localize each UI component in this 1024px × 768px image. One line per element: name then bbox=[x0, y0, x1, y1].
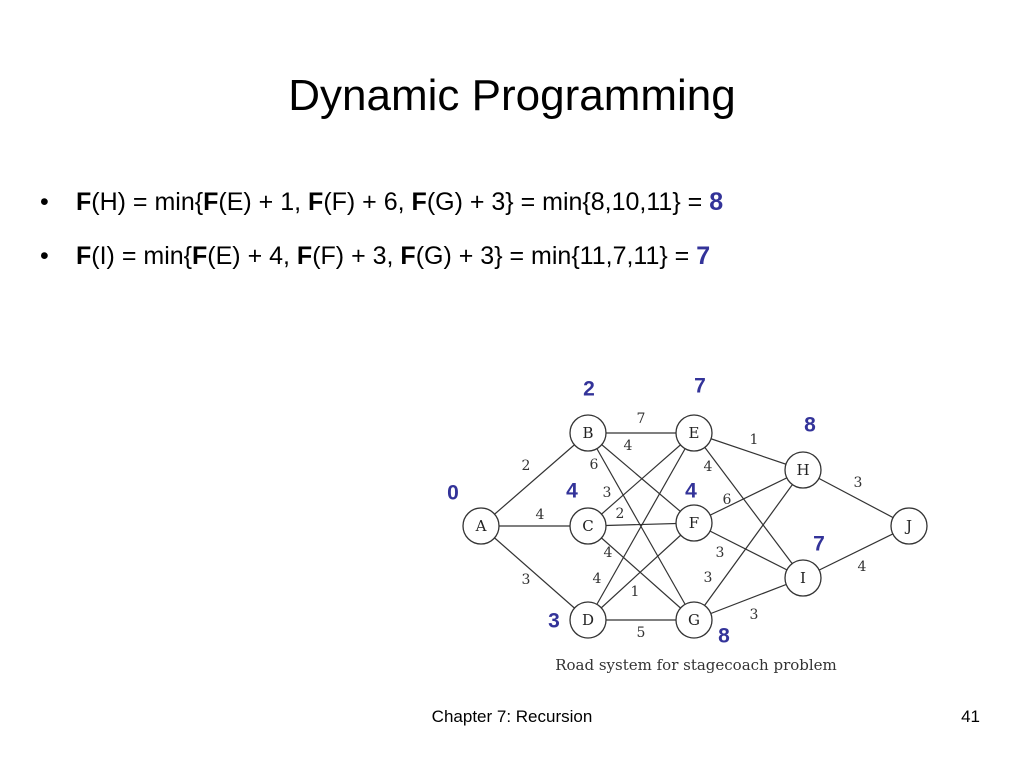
edge-weight-D-F: 1 bbox=[631, 584, 640, 600]
formula-f: F bbox=[308, 188, 324, 216]
node-label-G: G bbox=[688, 611, 700, 629]
node-value-D: 3 bbox=[548, 610, 560, 633]
node-label-C: C bbox=[582, 517, 593, 535]
bullet-marker: • bbox=[40, 188, 49, 216]
formula-f: F bbox=[296, 242, 313, 270]
edge-weight-A-C: 4 bbox=[536, 507, 545, 523]
edge-A-D bbox=[480, 525, 589, 621]
edge-C-G bbox=[587, 525, 695, 621]
node-B bbox=[569, 414, 607, 452]
node-label-H: H bbox=[796, 461, 809, 479]
formula-text: (H) = min{ bbox=[91, 188, 204, 216]
formula-text: (E) + 1, bbox=[218, 188, 309, 216]
edge-D-F bbox=[587, 522, 695, 621]
edge-weight-C-G: 4 bbox=[604, 545, 613, 561]
edge-weight-A-B: 2 bbox=[522, 458, 531, 474]
formula-text: (G) + 3} = min{8,10,11} = bbox=[426, 188, 710, 216]
edge-F-I bbox=[693, 522, 804, 579]
node-H bbox=[784, 451, 822, 489]
node-label-B: B bbox=[582, 424, 593, 442]
formula-text: (F) + 6, bbox=[323, 188, 412, 216]
node-label-D: D bbox=[582, 611, 594, 629]
edge-H-J bbox=[802, 469, 910, 527]
edge-G-I bbox=[693, 577, 804, 621]
bullet-marker: • bbox=[40, 242, 49, 270]
node-label-I: I bbox=[800, 569, 806, 587]
formula-text: (G) + 3} = min{11,7,11} = bbox=[415, 242, 697, 270]
edge-E-H bbox=[693, 432, 804, 471]
node-value-B: 2 bbox=[583, 378, 595, 401]
edge-weight-F-H: 6 bbox=[723, 492, 732, 508]
diagram-caption: Road system for stagecoach problem bbox=[555, 656, 837, 674]
edge-G-H bbox=[693, 469, 804, 621]
node-label-J: J bbox=[904, 517, 912, 535]
node-E bbox=[675, 414, 713, 452]
node-C bbox=[569, 507, 607, 545]
node-F bbox=[675, 504, 713, 542]
node-value-A: 0 bbox=[447, 482, 459, 505]
edge-weight-E-I: 4 bbox=[704, 459, 713, 475]
formula-f: F bbox=[203, 188, 219, 216]
node-G bbox=[675, 601, 713, 639]
formula-f: F bbox=[411, 188, 427, 216]
edge-weight-A-D: 3 bbox=[522, 572, 531, 588]
edge-weight-B-F: 4 bbox=[624, 438, 633, 454]
edge-weight-F-I: 3 bbox=[716, 545, 725, 561]
edge-weight-E-H: 1 bbox=[750, 432, 759, 448]
edge-weight-D-G: 5 bbox=[637, 625, 646, 641]
edge-A-B bbox=[480, 432, 589, 527]
formula-text: (F) + 3, bbox=[312, 242, 401, 270]
node-D bbox=[569, 601, 607, 639]
formula-text: (I) = min{ bbox=[91, 242, 193, 270]
edge-weight-C-E: 3 bbox=[603, 485, 612, 501]
edge-weight-D-E: 4 bbox=[593, 571, 602, 587]
node-value-H: 8 bbox=[804, 414, 816, 437]
edge-F-H bbox=[693, 469, 804, 524]
formula-f: F bbox=[192, 242, 208, 270]
edge-weight-G-H: 3 bbox=[704, 570, 713, 586]
node-I bbox=[784, 559, 822, 597]
formula-result: 8 bbox=[709, 188, 724, 216]
edge-weight-H-J: 3 bbox=[854, 475, 863, 491]
node-A bbox=[462, 507, 500, 545]
edge-C-E bbox=[587, 432, 695, 527]
edge-D-E bbox=[587, 432, 695, 621]
slide-title: Dynamic Programming bbox=[288, 71, 736, 120]
bullet-list: • F(H) = min{F(E) + 1, F(F) + 6, F(G) + … bbox=[40, 188, 723, 296]
edge-weight-G-I: 3 bbox=[750, 607, 759, 623]
node-label-F: F bbox=[689, 514, 699, 532]
edge-weight-C-F: 2 bbox=[616, 506, 625, 522]
node-value-I: 7 bbox=[813, 533, 825, 556]
footer-chapter: Chapter 7: Recursion bbox=[431, 707, 593, 726]
formula-text: (E) + 4, bbox=[207, 242, 297, 270]
node-J bbox=[890, 507, 928, 545]
node-label-E: E bbox=[689, 424, 700, 442]
edge-weight-I-J: 4 bbox=[858, 559, 867, 575]
formula-f: F bbox=[76, 242, 92, 270]
edge-weight-B-G: 6 bbox=[590, 457, 599, 473]
footer-page-number: 41 bbox=[961, 707, 980, 726]
edge-weight-B-E: 7 bbox=[637, 411, 646, 427]
formula-f: F bbox=[400, 242, 416, 270]
node-label-A: A bbox=[475, 517, 487, 535]
node-value-G: 8 bbox=[718, 625, 730, 648]
node-value-F: 4 bbox=[685, 480, 697, 503]
formula-result: 7 bbox=[696, 242, 711, 270]
formula-f: F bbox=[76, 188, 92, 216]
edge-B-F bbox=[587, 432, 695, 524]
bullet-item-h: • F(H) = min{F(E) + 1, F(F) + 6, F(G) + … bbox=[40, 188, 723, 217]
node-value-C: 4 bbox=[566, 480, 578, 503]
node-value-E: 7 bbox=[694, 375, 706, 398]
bullet-item-i: • F(I) = min{F(E) + 4, F(F) + 3, F(G) + … bbox=[40, 242, 723, 271]
edge-I-J bbox=[802, 525, 910, 579]
edge-E-I bbox=[693, 432, 804, 579]
